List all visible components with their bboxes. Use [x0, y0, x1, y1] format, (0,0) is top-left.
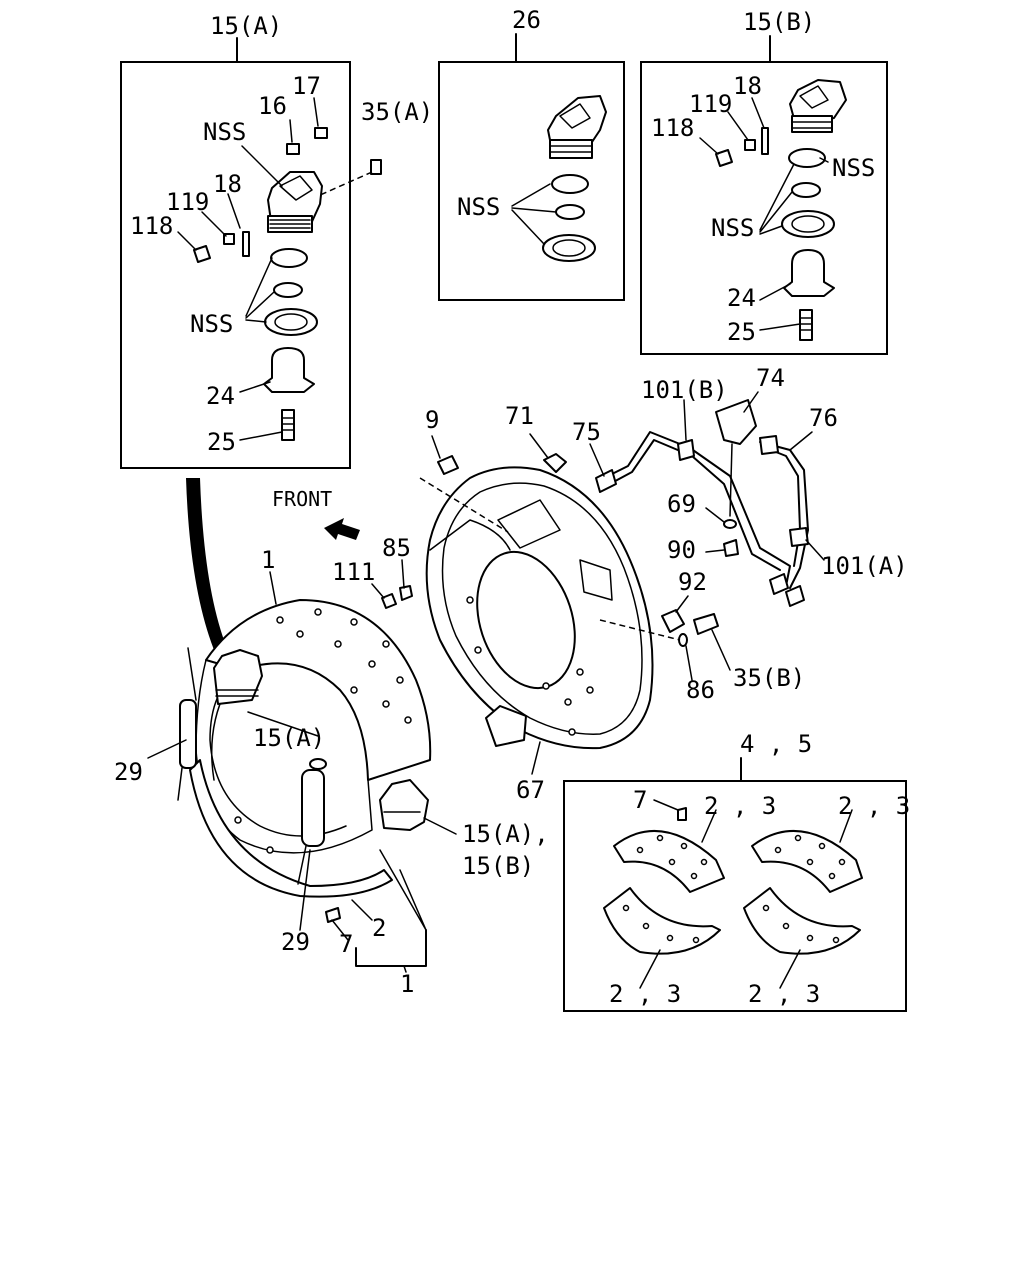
spring-29-left [179, 699, 197, 769]
seal-ring-1 [270, 248, 308, 268]
label-15ab-line2: 15(B) [462, 852, 534, 880]
label-9: 9 [425, 406, 439, 434]
label-29-left: 29 [114, 758, 143, 786]
lining-bottom-left [603, 887, 721, 955]
washer-86 [678, 633, 688, 647]
bolt-9 [437, 455, 459, 475]
label-15b-top: 15(B) [743, 8, 815, 36]
label-18-a: 18 [213, 170, 242, 198]
bolt-90 [723, 539, 739, 557]
label-front: FRONT [272, 487, 332, 511]
inset-15b [640, 35, 888, 355]
label-90: 90 [667, 536, 696, 564]
label-7-bottom: 7 [339, 930, 353, 958]
nut-111 [381, 593, 397, 609]
label-24-b: 24 [727, 284, 756, 312]
label-4-5: 4 , 5 [740, 730, 812, 758]
bolt-118 [193, 245, 211, 263]
bolt-7 [325, 907, 341, 923]
label-2: 2 [372, 914, 386, 942]
inset-linings [563, 757, 907, 1012]
label-nss-a2: NSS [190, 310, 233, 338]
adjuster-24a [263, 347, 315, 393]
callout-leader [186, 478, 232, 664]
label-118-b: 118 [651, 114, 694, 142]
label-25-b: 25 [727, 318, 756, 346]
label-92: 92 [678, 568, 707, 596]
label-17: 17 [292, 72, 321, 100]
inset-26 [438, 33, 625, 301]
label-nss-b2: NSS [711, 214, 754, 242]
label-24-a: 24 [206, 382, 235, 410]
label-18-b: 18 [733, 72, 762, 100]
label-16: 16 [258, 92, 287, 120]
label-nss-26: NSS [457, 193, 500, 221]
label-1-top: 1 [261, 546, 275, 574]
label-118-a: 118 [130, 212, 173, 240]
screw-25a [281, 409, 295, 441]
label-1-bottom: 1 [400, 970, 414, 998]
brake-shoe-assembly [177, 599, 432, 923]
label-2-3-b: 2 , 3 [838, 792, 910, 820]
label-76: 76 [809, 404, 838, 432]
label-71: 71 [505, 402, 534, 430]
label-nss-a1: NSS [203, 118, 246, 146]
label-2-3-a: 2 , 3 [704, 792, 776, 820]
label-35b: 35(B) [733, 664, 805, 692]
label-85: 85 [382, 534, 411, 562]
washer-69 [723, 519, 737, 529]
wheel-cylinder-head [267, 171, 323, 233]
washer-119 [223, 233, 235, 245]
label-75: 75 [572, 418, 601, 446]
clip-18 [242, 231, 250, 257]
washer-85 [399, 585, 413, 601]
label-67: 67 [516, 776, 545, 804]
label-nss-b1: NSS [832, 154, 875, 182]
label-119-b: 119 [689, 90, 732, 118]
label-29-bottom: 29 [281, 928, 310, 956]
spring-29-bottom [301, 769, 325, 847]
brake-pipes [595, 399, 809, 607]
label-101a: 101(A) [821, 552, 908, 580]
bleeder-71 [543, 453, 567, 473]
label-25-a: 25 [207, 428, 236, 456]
label-69: 69 [667, 490, 696, 518]
backing-plate-67 [419, 466, 654, 750]
label-15ab-line1: 15(A), [462, 820, 549, 848]
lining-bottom-right [743, 887, 861, 955]
label-15a-mid: 15(A) [253, 724, 325, 752]
label-86: 86 [686, 676, 715, 704]
inset-15a [120, 37, 382, 469]
bolt-35b [693, 613, 719, 635]
label-35a: 35(A) [361, 98, 433, 126]
tee-74 [715, 399, 757, 445]
label-26: 26 [512, 6, 541, 34]
plug-92 [661, 609, 685, 633]
label-101b: 101(B) [641, 376, 728, 404]
label-111: 111 [332, 558, 375, 586]
seal-ring-2 [273, 282, 303, 298]
label-119-a: 119 [166, 188, 209, 216]
bolt-17 [314, 127, 328, 139]
label-2-3-c: 2 , 3 [609, 980, 681, 1008]
bolt-35a [370, 159, 382, 175]
front-arrow [324, 518, 360, 540]
label-7-linings: 7 [633, 786, 647, 814]
bolt-16 [286, 143, 300, 155]
label-74: 74 [756, 364, 785, 392]
label-15a-top: 15(A) [210, 12, 282, 40]
seal-ring-3 [264, 308, 318, 336]
label-2-3-d: 2 , 3 [748, 980, 820, 1008]
